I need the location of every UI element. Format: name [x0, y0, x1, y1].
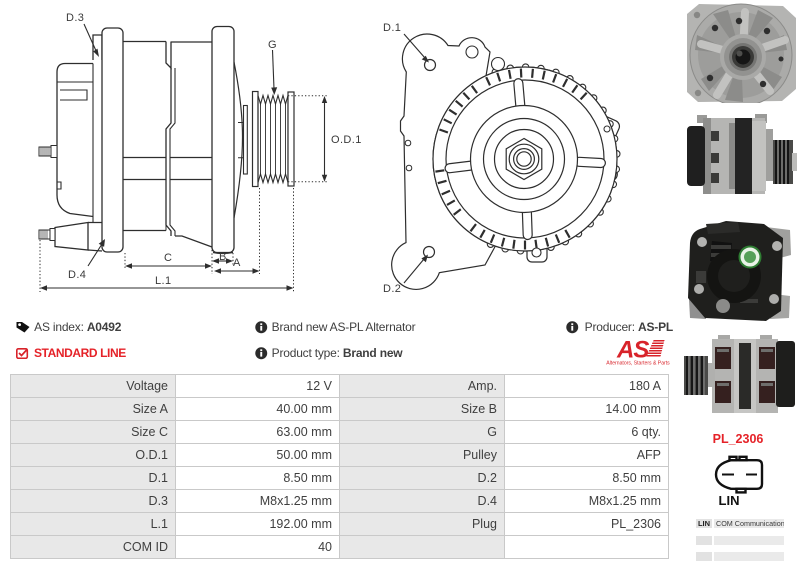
svg-text:D.2: D.2 [383, 283, 401, 295]
svg-text:L.1: L.1 [155, 275, 172, 287]
svg-text:G: G [268, 39, 277, 51]
svg-text:D.4: D.4 [68, 269, 86, 281]
svg-text:B: B [219, 251, 227, 263]
svg-text:C: C [164, 252, 172, 264]
svg-text:D.3: D.3 [66, 12, 84, 24]
svg-text:AS: AS [616, 337, 649, 364]
svg-text:D.1: D.1 [383, 22, 401, 34]
svg-text:A: A [233, 257, 241, 269]
svg-text:Alternators, Starters & Parts: Alternators, Starters & Parts [606, 361, 670, 367]
svg-text:O.D.1: O.D.1 [331, 134, 362, 146]
